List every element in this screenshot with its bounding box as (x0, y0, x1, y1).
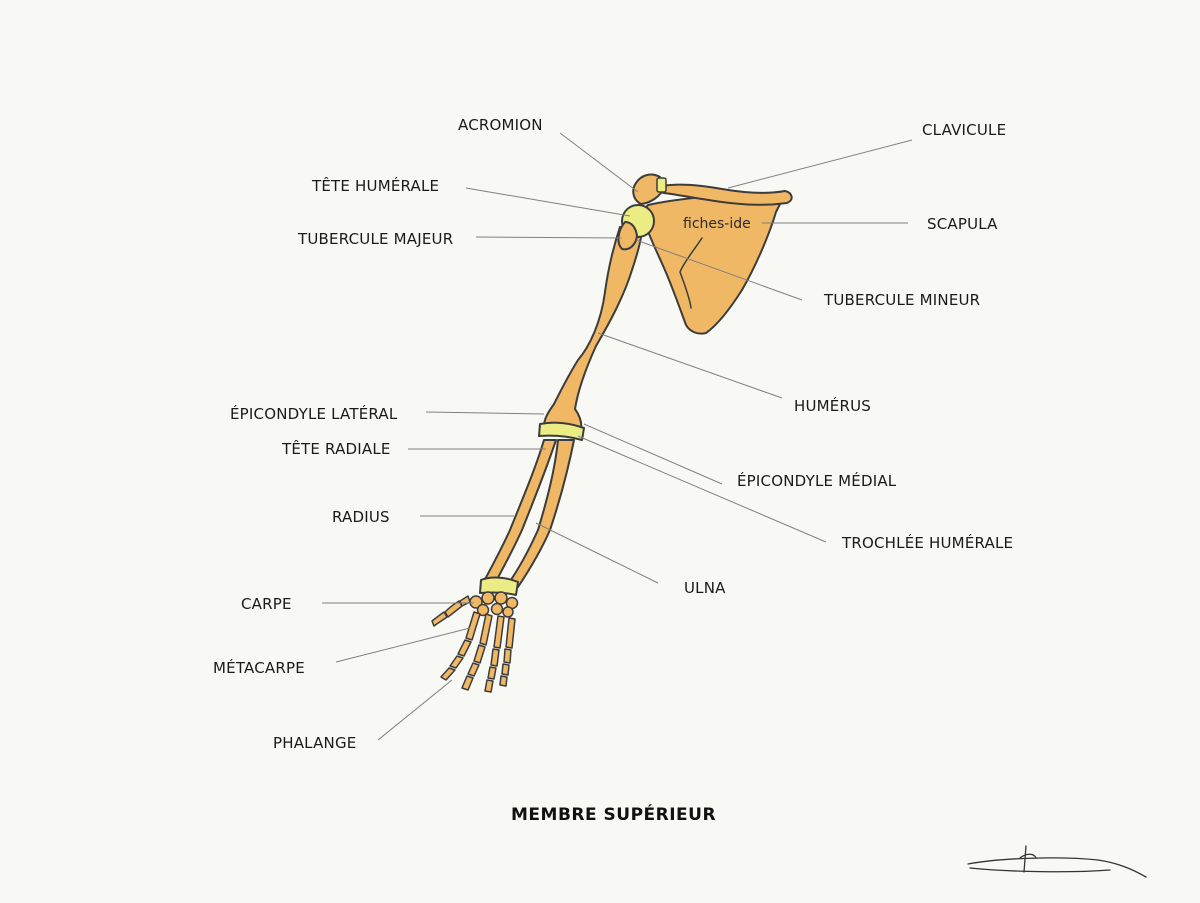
label-epicondyle-lateral: ÉPICONDYLE LATÉRAL (230, 405, 398, 423)
leader-tete-humerale (465, 187, 631, 217)
leader-tubercule-mineur (635, 239, 803, 301)
leader-ulna (535, 522, 659, 584)
label-tubercule-mineur: TUBERCULE MINEUR (824, 291, 981, 309)
leader-metacarpe (335, 627, 471, 663)
signature-mark (967, 845, 1147, 878)
elbow-joint (538, 421, 585, 441)
label-humerus: HUMÉRUS (794, 397, 872, 415)
leader-epicondyle-lateral (425, 411, 545, 415)
label-trochlee-humerale: TROCHLÉE HUMÉRALE (842, 534, 1014, 552)
label-scapula: SCAPULA (927, 215, 998, 233)
scapula-spine (679, 237, 703, 309)
diagram-title: MEMBRE SUPÉRIEUR (511, 805, 717, 825)
leader-phalange (377, 679, 453, 741)
thumb-bones (431, 595, 471, 627)
watermark-text: fiches-ide (683, 216, 751, 232)
label-metacarpe: MÉTACARPE (213, 659, 305, 677)
label-tete-humerale: TÊTE HUMÉRALE (312, 177, 440, 195)
label-radius: RADIUS (332, 508, 390, 526)
label-carpe: CARPE (241, 595, 292, 613)
label-epicondyle-medial: ÉPICONDYLE MÉDIAL (737, 472, 897, 490)
greater-tubercle (617, 221, 638, 251)
humerus-bone (543, 226, 643, 435)
acromioclavicular-joint (656, 177, 667, 193)
phalanx-bones (440, 639, 512, 693)
metacarpal-bones (465, 611, 516, 649)
leader-humerus (597, 332, 783, 399)
label-ulna: ULNA (684, 579, 726, 597)
leader-tubercule-majeur (475, 236, 623, 239)
clavicle-bone (657, 183, 793, 206)
leader-clavicule (727, 139, 913, 189)
leader-epicondyle-medial (583, 423, 723, 485)
label-phalange: PHALANGE (273, 734, 357, 752)
label-tubercule-majeur: TUBERCULE MAJEUR (298, 230, 454, 248)
label-acromion: ACROMION (458, 116, 543, 134)
label-tete-radiale: TÊTE RADIALE (282, 440, 391, 458)
carpal-bones (469, 591, 519, 618)
leader-trochlee-humerale (577, 435, 827, 543)
leader-acromion (559, 132, 639, 193)
label-clavicule: CLAVICULE (922, 121, 1007, 139)
